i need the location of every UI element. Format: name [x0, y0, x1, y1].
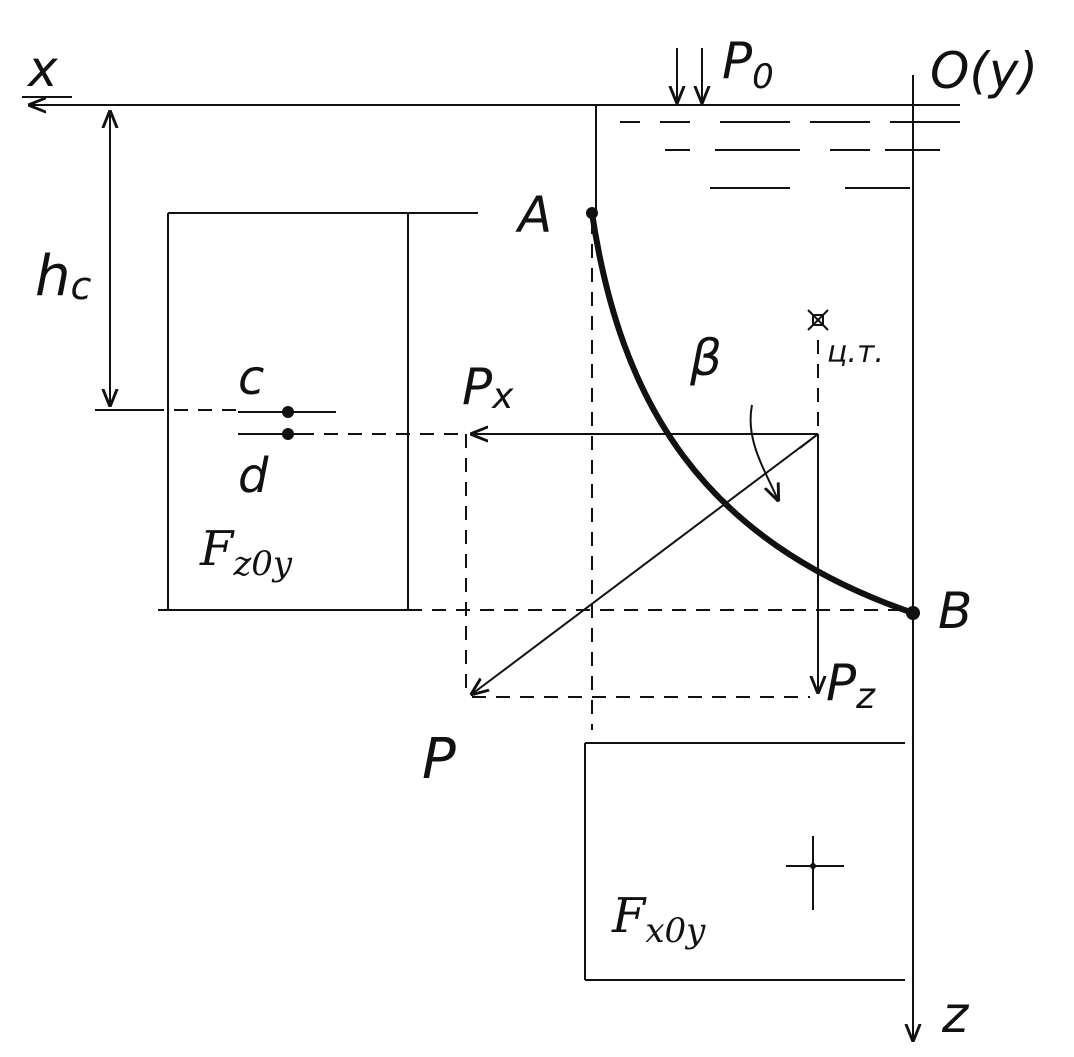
point-b-label: B — [938, 582, 972, 640]
origin-label: O(y) — [930, 42, 1038, 100]
point-a-label: A — [515, 186, 552, 244]
centroid-c-label: c — [238, 350, 264, 406]
horizontal-projection-area — [584, 742, 905, 981]
pressure-center-d-label: d — [238, 448, 269, 504]
depth-dimension — [95, 112, 150, 411]
centroid-c-marker — [238, 406, 336, 418]
resultant-force-label: P — [422, 727, 456, 792]
depth-label: hc — [35, 244, 92, 309]
pressure-center-d-marker — [238, 428, 300, 440]
force-pz-label: Pz — [826, 654, 876, 717]
vertical-projection-area — [158, 212, 478, 611]
angle-arc — [749, 404, 778, 500]
area-centroid-cross — [786, 836, 844, 910]
point-b-dot — [906, 606, 920, 620]
resultant-force-arrow — [472, 433, 819, 694]
liquid-surface-marks — [620, 121, 960, 189]
centroid-marker — [807, 309, 829, 331]
centroid-label: ц.т. — [827, 335, 884, 370]
surface-pressure-label: P0 — [722, 32, 774, 97]
force-px-label: Px — [462, 358, 514, 417]
z-axis-label: z — [941, 986, 970, 1044]
vertical-projection-area-label: Fz0y — [199, 521, 293, 584]
horizontal-projection-area-label: Fx0y — [611, 888, 706, 951]
point-a-dot — [586, 207, 598, 219]
angle-label: β — [689, 329, 722, 387]
curved-surface-ab — [589, 210, 916, 616]
x-axis-label: x — [26, 40, 58, 98]
resultant-arrow-back-tick — [799, 433, 819, 449]
surface-pressure-arrows — [677, 48, 702, 102]
